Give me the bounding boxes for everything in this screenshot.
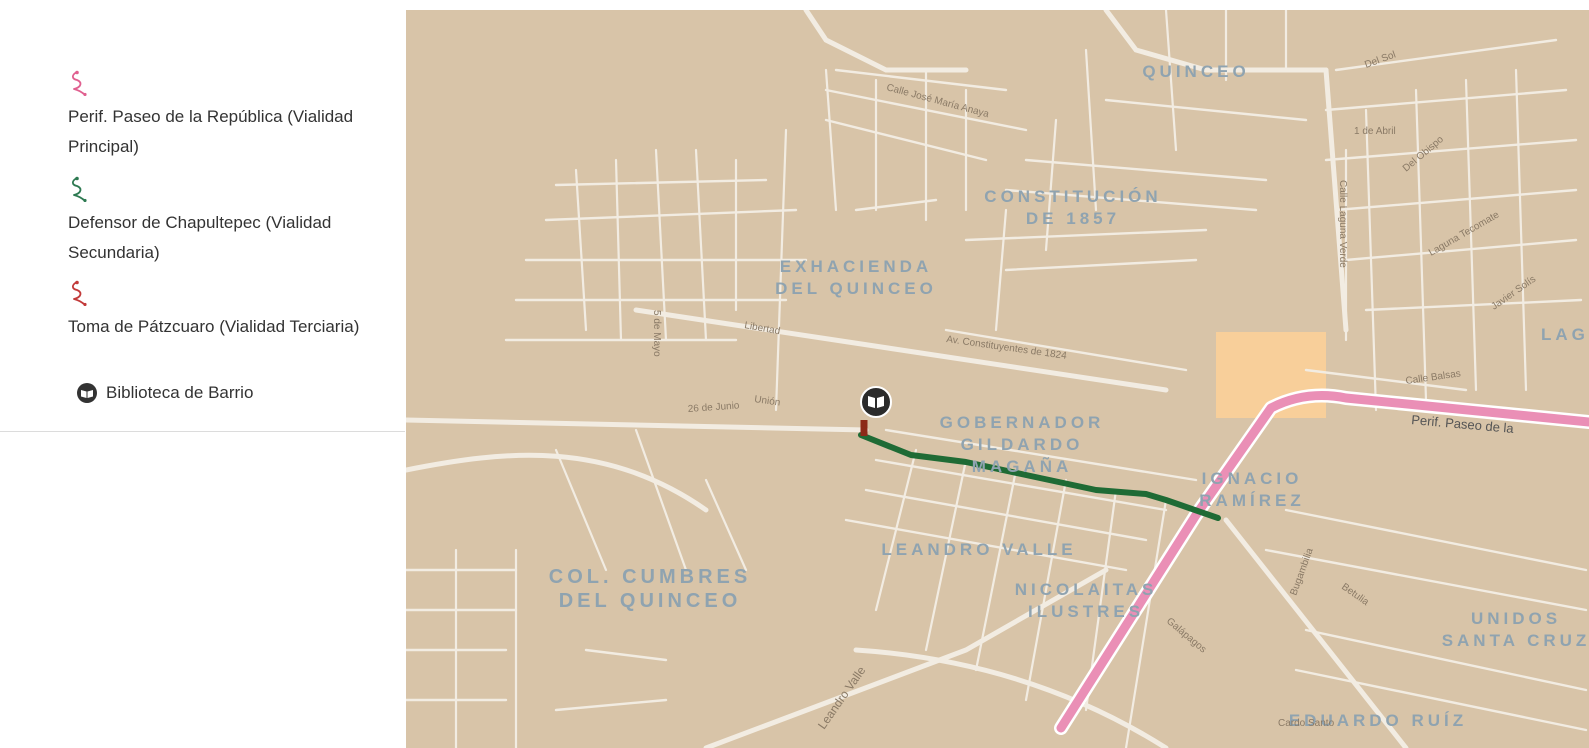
neighborhood-label: NICOLAITAS	[1015, 580, 1158, 599]
neighborhood-label: IGNACIO	[1202, 469, 1303, 488]
neighborhood-label: GOBERNADOR	[940, 413, 1105, 432]
secondary-route[interactable]	[858, 432, 1221, 521]
neighborhood-label: CONSTITUCIÓN	[984, 187, 1161, 206]
neighborhood-label: EXHACIENDA	[780, 257, 932, 276]
legend-item-tertiary: Toma de Pátzcuaro (Vialidad Terciaria)	[68, 280, 398, 342]
legend-item-secondary: Defensor de Chapultepec (Vialidad Secund…	[68, 176, 398, 268]
route-icon	[71, 70, 87, 96]
street-label: 1 de Abril	[1354, 126, 1396, 137]
legend-item-label: Defensor de Chapultepec (Vialidad Secund…	[68, 213, 332, 262]
library-label: Biblioteca de Barrio	[106, 383, 254, 402]
neighborhood-label: UNIDOS	[1471, 609, 1561, 628]
neighborhood-label: ILUSTRES	[1028, 602, 1144, 621]
legend-item-primary: Perif. Paseo de la República (Vialidad P…	[68, 70, 398, 162]
library-marker[interactable]	[860, 386, 892, 418]
neighborhood-label: LAG	[1541, 325, 1589, 344]
legend-item-label: Toma de Pátzcuaro (Vialidad Terciaria)	[68, 317, 360, 336]
neighborhood-label: COL. CUMBRES	[549, 566, 751, 588]
map-legend: Perif. Paseo de la República (Vialidad P…	[0, 0, 405, 432]
neighborhood-labels: QUINCEO CONSTITUCIÓN DE 1857 EXHACIENDA …	[549, 62, 1589, 730]
neighborhood-label: RAMÍREZ	[1199, 491, 1304, 510]
legend-title	[22, 38, 222, 52]
street-label: 26 de Junio	[687, 400, 740, 415]
street-network	[406, 10, 1588, 748]
neighborhood-label: MAGAÑA	[972, 456, 1073, 476]
book-icon	[77, 383, 97, 403]
street-label: Unión	[754, 394, 781, 409]
map-view[interactable]: QUINCEO CONSTITUCIÓN DE 1857 EXHACIENDA …	[406, 10, 1589, 748]
street-label: Calle Laguna Verde	[1337, 180, 1348, 268]
neighborhood-label: LEANDRO VALLE	[881, 540, 1076, 559]
route-icon	[71, 176, 87, 202]
street-label: 5 de Mayo	[651, 310, 662, 357]
street-label: Cardo Santo	[1278, 718, 1335, 729]
neighborhood-label: QUINCEO	[1142, 62, 1249, 81]
neighborhood-label: EDUARDO RUÍZ	[1289, 711, 1467, 730]
neighborhood-label: SANTA CRUZ	[1442, 631, 1589, 650]
map-canvas[interactable]: QUINCEO CONSTITUCIÓN DE 1857 EXHACIENDA …	[406, 10, 1589, 748]
neighborhood-label: DEL QUINCEO	[775, 279, 937, 298]
primary-route[interactable]	[1056, 391, 1589, 733]
book-icon	[868, 396, 884, 408]
legend-item-label: Perif. Paseo de la República (Vialidad P…	[68, 107, 354, 156]
route-icon	[71, 280, 87, 306]
neighborhood-label: GILDARDO	[961, 435, 1084, 454]
neighborhood-label: DE 1857	[1026, 209, 1120, 228]
legend-item-library: Biblioteca de Barrio	[76, 382, 253, 404]
map-ground	[406, 10, 1589, 748]
neighborhood-label: DEL QUINCEO	[559, 590, 742, 612]
